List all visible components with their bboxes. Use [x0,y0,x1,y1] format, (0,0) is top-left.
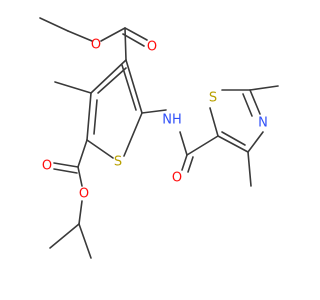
bond-o-carbonyl-top [100,27,126,42]
bond-ch-ch3-right [78,223,92,259]
atom-n-thiazole: N [258,116,268,131]
molecule-structure: O O NH S O O O S N [39,17,279,259]
bond-c4t-methyl [247,151,252,187]
bond-carbonyl-thiazole [186,135,219,156]
atom-o-ester-bottom-single: O [79,187,89,202]
bond-carbonyl-top-double-b [122,33,145,47]
bond-amide-double-a [181,154,188,171]
bond-c2t-n [249,89,261,115]
bond-c5t-s [209,107,219,137]
bond-c5-s [86,139,114,159]
bonds [39,17,279,259]
atom-s-thiophene: S [114,155,122,170]
bond-c5-c4-inner [93,99,98,135]
bond-s-c2 [123,112,143,157]
bond-c2t-n-inner [242,93,253,117]
bond-c3-c4 [90,59,127,94]
atom-s-thiazole: S [209,91,217,106]
bond-n-carbonyl [179,131,188,156]
bond-c3-c4-inner [97,67,127,94]
bond-ethyl-ch2-o [67,30,93,42]
atom-o-ester-bottom-double: O [42,159,52,174]
bond-ch-ch3-left [49,223,80,249]
atom-o-ester-top-single: O [91,38,101,53]
atom-o-ester-top-double: O [147,40,157,55]
bond-c4-methyl [54,81,92,94]
bond-carbonyl-top-to-ring [124,27,127,61]
bond-c4t-c5t [217,135,249,153]
bond-c2-n [141,109,167,114]
bond-carbonyl-bottom-double-b [53,168,78,174]
atom-nh-amide: NH [162,113,182,128]
bond-amide-double-b [187,156,194,173]
bond-n-c4t [247,131,264,153]
bond-carbonyl-top-double-a [124,27,148,41]
bond-ethyl-ch3-ch2 [39,17,69,32]
bond-carbonyl-bottom-o [77,166,83,187]
bond-carbonyl-bottom-double-a [53,162,79,168]
atom-labels: O O NH S O O O S N [42,38,268,202]
bond-c4t-c5t-inner [221,131,246,146]
bond-c2-c3 [125,59,143,114]
bond-c5-carbonyl-bottom [77,139,88,168]
bond-o-ch [78,200,83,225]
bond-c4-c5 [86,92,92,141]
bond-c2t-methyl [249,85,279,91]
bond-c2-c3-inner [121,64,137,111]
atom-o-amide: O [172,171,182,186]
